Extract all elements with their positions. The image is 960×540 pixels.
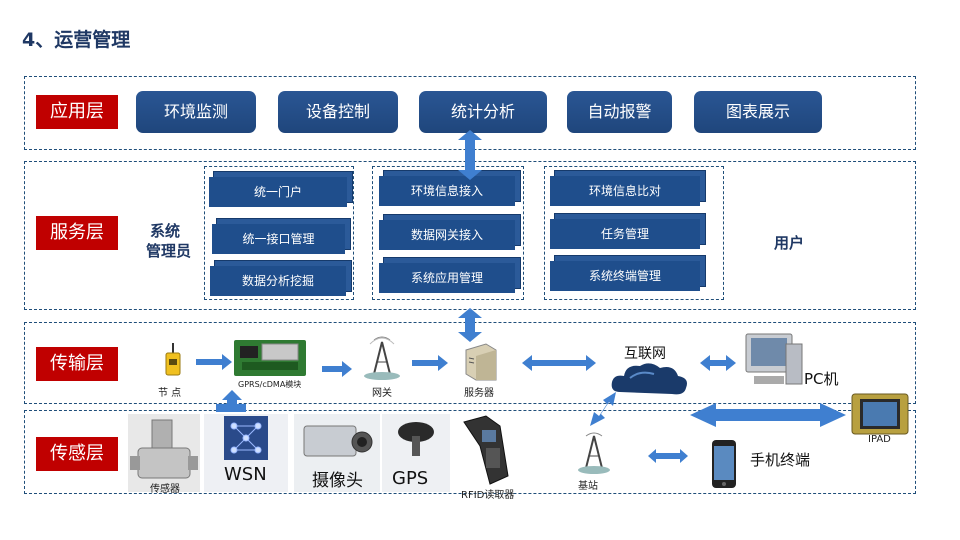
internet-cloud-icon [611,363,687,395]
sensing-layer-box [24,410,916,494]
base-station-label: 基站 [578,481,598,492]
arrow-node-gprs [196,354,232,370]
page-title: 4、运营管理 [22,29,131,51]
service-terminal-mgmt[interactable]: 系统终端管理 [550,261,700,291]
node-label: 节 点 [158,388,182,399]
transport-layer-label: 传输层 [36,347,118,381]
arrow-gateway-server [412,355,448,371]
gps-image [382,414,450,492]
gps-label: GPS [392,468,429,489]
service-group-2 [372,166,524,300]
pc-icon [745,333,803,385]
service-data-gateway-access[interactable]: 数据网关接入 [379,220,515,250]
wsn-image [204,414,288,492]
sensing-layer-label: 传感层 [36,437,118,471]
app-item-device-control[interactable]: 设备控制 [278,91,398,133]
ipad-icon [851,393,909,435]
rfid-label: RFID读取器 [461,490,515,501]
rfid-reader-image [463,415,509,485]
system-admin-label-line2: 管理员 [146,242,192,260]
sensor-label: 传感器 [150,484,180,495]
phone-label: 手机终端 [750,451,811,469]
arrow-base-internet [590,392,616,426]
server-icon [465,343,497,381]
service-env-info-access[interactable]: 环境信息接入 [379,176,515,206]
app-item-stats-analysis[interactable]: 统计分析 [419,91,547,133]
camera-image [294,414,380,492]
pc-label: PC机 [804,370,839,388]
wsn-label: WSN [224,464,267,485]
base-station-icon [578,432,610,474]
arrow-base-phone [648,449,688,463]
arrow-internet-pc [700,355,736,371]
service-task-mgmt[interactable]: 任务管理 [550,219,700,249]
service-data-mining[interactable]: 数据分析挖掘 [210,266,346,296]
user-label: 用户 [774,234,805,252]
arrow-ipad [690,403,846,427]
phone-icon [712,440,736,488]
gateway-label: 网关 [372,388,392,399]
app-item-auto-alarm[interactable]: 自动报警 [567,91,672,133]
service-unified-portal[interactable]: 统一门户 [209,177,347,207]
arrow-app-service [458,130,482,180]
app-layer-label: 应用层 [36,95,118,129]
service-group-3 [544,166,724,300]
service-unified-interface[interactable]: 统一接口管理 [212,224,345,254]
server-label: 服务器 [464,388,494,399]
gprs-label: GPRS/cDMA模块 [238,380,302,389]
app-item-chart-display[interactable]: 图表展示 [694,91,822,133]
camera-label: 摄像头 [312,471,363,491]
service-system-app-mgmt[interactable]: 系统应用管理 [379,263,515,293]
arrow-server-internet [522,355,596,371]
gateway-icon [364,336,400,380]
service-layer-label: 服务层 [36,216,118,250]
arrow-gprs-gateway [322,361,352,377]
internet-label: 互联网 [624,346,666,362]
service-env-info-compare[interactable]: 环境信息比对 [550,176,700,206]
ipad-label: IPAD [868,434,891,445]
sensor-image [128,414,200,492]
node-device-icon [165,343,181,376]
system-admin-label-line1: 系统 [150,222,181,240]
app-item-env-monitor[interactable]: 环境监测 [136,91,256,133]
service-group-1 [204,166,354,300]
arrow-service-transport [458,308,482,342]
gprs-module-icon [234,340,306,376]
